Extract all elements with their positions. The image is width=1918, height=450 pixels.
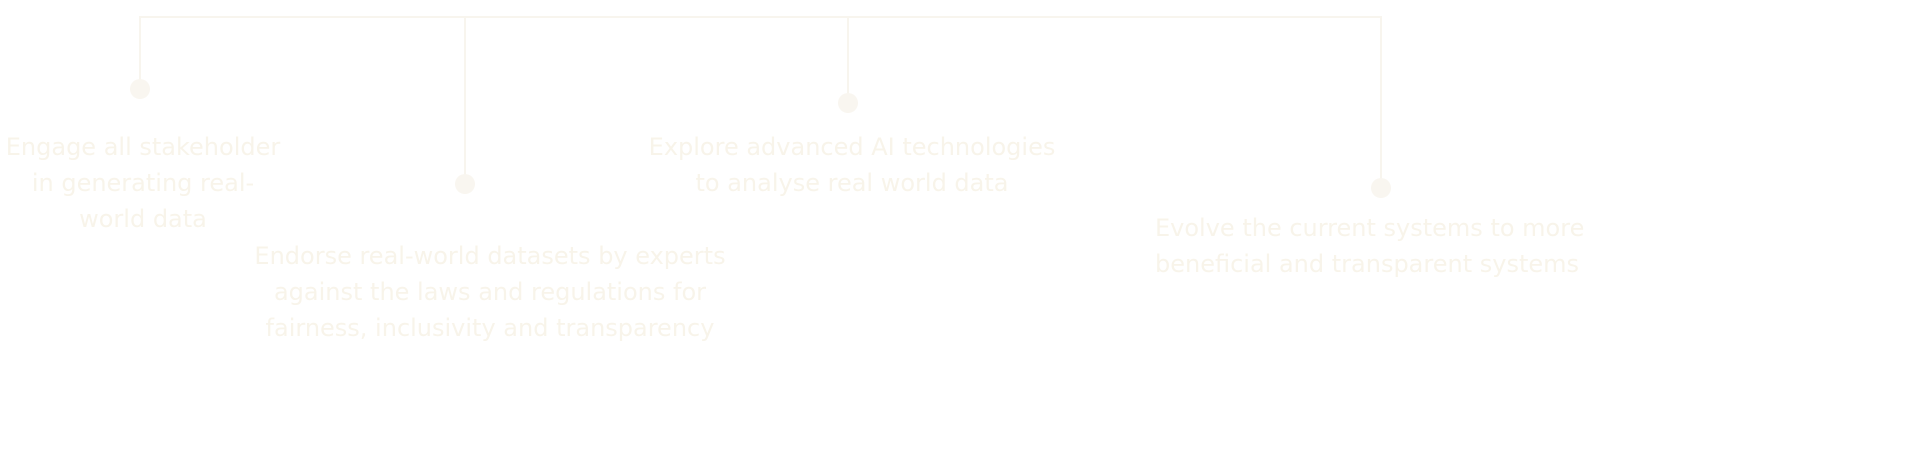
step-2-line-2: against the laws and regulations for <box>273 278 707 306</box>
step-4-text: Evolve the current systems to more benef… <box>1155 210 1584 282</box>
step-3-text: Explore advanced AI technologies to anal… <box>649 129 1056 201</box>
step-3-connector <box>847 16 849 102</box>
step-3-line-2: to analyse real world data <box>695 169 1009 197</box>
timeline-connector-horizontal <box>140 16 1382 18</box>
step-2-line-1: Endorse real-world datasets by experts <box>254 242 726 270</box>
step-1-text: Engage all stakeholder in generating rea… <box>6 129 280 237</box>
step-2-line-3: fairness, inclusivity and transparency <box>265 314 715 342</box>
step-4-dot <box>1371 178 1391 198</box>
step-3-line-1: Explore advanced AI technologies <box>648 133 1056 161</box>
step-2-dot <box>455 174 475 194</box>
step-1-line-2: in generating real- <box>31 169 255 197</box>
step-3-dot <box>838 93 858 113</box>
step-2-connector <box>464 16 466 184</box>
step-1-dot <box>130 79 150 99</box>
step-2-text: Endorse real-world datasets by experts a… <box>254 238 725 346</box>
step-1-line-3: world data <box>79 205 207 233</box>
step-4-line-1: Evolve the current systems to more <box>1155 214 1585 242</box>
step-1-connector <box>139 16 141 88</box>
step-4-connector <box>1380 16 1382 188</box>
step-1-line-1: Engage all stakeholder <box>5 133 281 161</box>
step-4-line-2: beneficial and transparent systems <box>1155 250 1580 278</box>
